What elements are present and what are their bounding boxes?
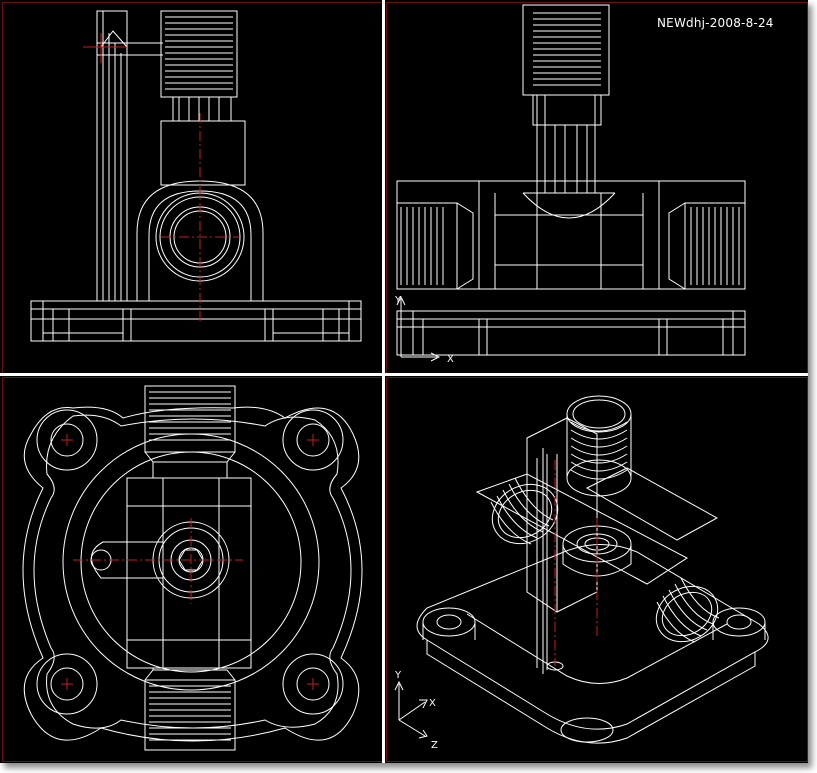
viewport-divider-horizontal[interactable] [0,373,808,376]
ucs-icon-side [396,295,441,362]
ucs-y-label-iso: Y [394,670,402,681]
cad-window: NEWdhj-2008-8-24 [0,0,808,763]
thread-hatch-top-side [533,12,601,86]
viewport-top[interactable] [2,377,383,762]
viewport-front[interactable] [2,2,383,374]
front-view-drawing [30,10,362,342]
viewport-isometric[interactable]: Y X Z [386,377,808,762]
ucs-y-label: Y [394,295,402,306]
ucs-x-label: X [447,354,454,365]
ucs-z-label-iso: Z [431,740,438,751]
side-view-drawing: X Y [394,4,746,365]
isometric-drawing: Y X Z [394,395,769,751]
ucs-x-label-iso: X [429,698,436,709]
viewport-side[interactable]: NEWdhj-2008-8-24 [386,2,808,374]
top-view-drawing [22,385,363,751]
watermark-text: NEWdhj-2008-8-24 [657,16,774,30]
thread-hatch-top [165,16,233,90]
viewport-divider-vertical[interactable] [382,0,385,763]
ucs-icon-iso [394,680,428,739]
corner-hole-markers [61,434,319,690]
